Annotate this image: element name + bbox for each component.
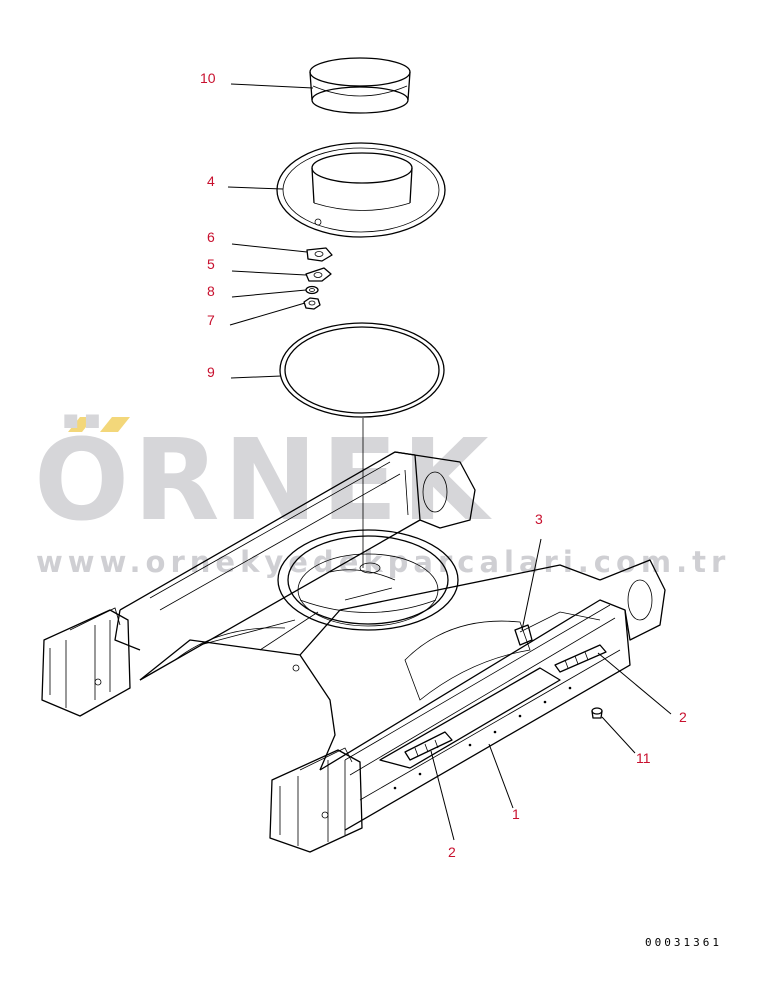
document-number: 00031361 bbox=[645, 936, 722, 949]
part-8-washer bbox=[305, 285, 319, 295]
callout-1: 1 bbox=[512, 806, 520, 822]
callout-8: 8 bbox=[207, 283, 215, 299]
part-4-cover bbox=[276, 142, 446, 238]
callout-2-left: 2 bbox=[448, 844, 456, 860]
watermark-accent-right bbox=[100, 417, 130, 432]
part-6-plate bbox=[306, 247, 333, 262]
callout-3: 3 bbox=[535, 511, 543, 527]
part-3-block bbox=[514, 624, 533, 646]
callout-6: 6 bbox=[207, 229, 215, 245]
callout-11: 11 bbox=[636, 750, 651, 766]
watermark-accent-left bbox=[68, 417, 94, 432]
callouts: 10 4 6 5 8 7 9 3 2 11 1 2 bbox=[200, 70, 687, 860]
callout-2-right: 2 bbox=[679, 709, 687, 725]
part-2-guard-right bbox=[554, 644, 607, 673]
callout-5: 5 bbox=[207, 256, 215, 272]
part-9-o-ring bbox=[279, 322, 445, 418]
part-2-guard-left bbox=[404, 731, 453, 761]
watermark: ÖRNEK www.ornekyedekparcalari.com.tr bbox=[34, 415, 730, 579]
callout-9: 9 bbox=[207, 364, 215, 380]
callout-4: 4 bbox=[207, 173, 215, 189]
watermark-url: www.ornekyedekparcalari.com.tr bbox=[36, 545, 730, 579]
part-5-gasket bbox=[305, 267, 332, 282]
part-7-nut bbox=[303, 297, 321, 310]
watermark-brand: ÖRNEK bbox=[34, 415, 493, 546]
callout-10: 10 bbox=[200, 70, 216, 86]
rail-bolt-holes bbox=[393, 686, 572, 790]
callout-7: 7 bbox=[207, 312, 215, 328]
part-10-ring-seal bbox=[309, 57, 411, 114]
leader-lines bbox=[227, 83, 672, 841]
part-1-track-frame bbox=[41, 451, 666, 853]
part-11-plug bbox=[591, 707, 603, 719]
